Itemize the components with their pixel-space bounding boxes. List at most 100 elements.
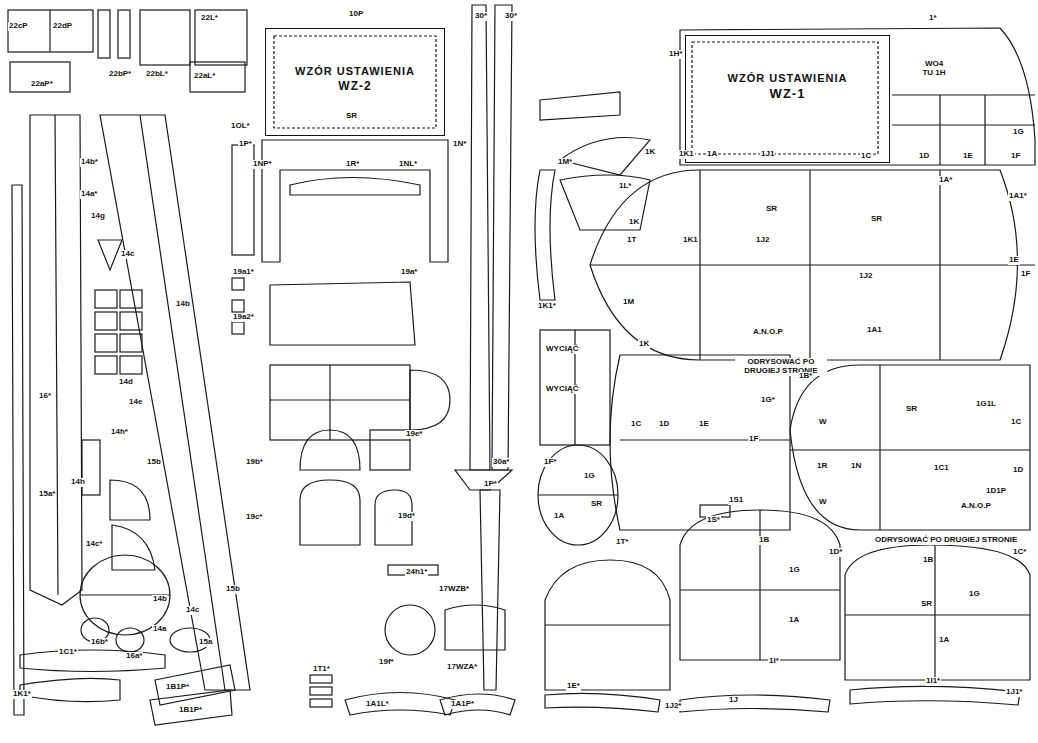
- part-label: 22cP: [8, 22, 29, 31]
- fin-strip: [470, 5, 490, 470]
- part-label: 10P: [348, 10, 364, 19]
- part-label: 22aL*: [193, 72, 216, 81]
- former: [545, 560, 670, 690]
- former: [845, 545, 1030, 680]
- part-outline: [98, 240, 122, 270]
- part-label: 30*: [504, 12, 518, 21]
- part-label: 1R: [816, 462, 828, 471]
- part-outline: [8, 10, 93, 52]
- part-line: [699, 170, 700, 360]
- part-label: 19c*: [245, 513, 263, 522]
- part-label: 1A: [938, 636, 950, 645]
- rib-part: [270, 365, 410, 440]
- part-label: 1S*: [706, 516, 721, 525]
- part-line: [590, 264, 1035, 265]
- part-label: 16*: [38, 392, 52, 401]
- part-label: 14c: [120, 250, 135, 259]
- part-label: 16a*: [125, 652, 143, 661]
- part-label: 16b*: [90, 638, 109, 647]
- part-label: A.N.O.P: [752, 328, 784, 337]
- part-line: [49, 10, 50, 52]
- part-label: 1H*: [668, 50, 683, 59]
- part-outline: [480, 490, 500, 690]
- part-label: 1D: [918, 152, 930, 161]
- part-label: 1B1P*: [178, 706, 203, 715]
- part-label: 1E: [1008, 256, 1020, 265]
- part-label: 1C: [860, 152, 872, 161]
- part-label: 1A*: [938, 176, 953, 185]
- part-label: 1T: [626, 236, 637, 245]
- part-label: WYCIĄĆ: [545, 385, 577, 394]
- part-label: 22aP*: [30, 80, 54, 89]
- part-label: 1G1L: [975, 400, 997, 409]
- part-label: 1F: [748, 435, 759, 444]
- part-label: 1G: [1012, 128, 1025, 137]
- dashed-outline: [692, 42, 878, 154]
- template-code: WZ-1: [768, 86, 808, 102]
- part-outline: [232, 300, 244, 312]
- part-outline: [116, 628, 144, 652]
- former: [790, 365, 1030, 530]
- part-outline: [10, 62, 70, 92]
- part-label: WO4 TU 1H: [918, 60, 950, 78]
- part-label: 1OL*: [230, 122, 251, 131]
- part-label: SR: [905, 405, 918, 414]
- part-line: [329, 365, 330, 440]
- part-outline: [98, 10, 110, 58]
- part-label: 15b: [146, 458, 162, 467]
- part-label: 1K1*: [537, 302, 557, 311]
- part-label: 1A: [553, 512, 565, 521]
- part-label: 30*: [474, 12, 488, 21]
- part-outline: [232, 145, 254, 255]
- part-outline: [110, 480, 150, 520]
- wing-panel: [30, 115, 82, 605]
- part-label: 24h1*: [405, 568, 428, 577]
- part-label: SR: [345, 112, 358, 121]
- part-label: 1*: [928, 14, 938, 23]
- part-line: [892, 124, 1035, 125]
- part-line: [845, 614, 1030, 615]
- part-label: 22bL*: [145, 70, 169, 79]
- template-heading: WZÓR USTAWIENIA: [726, 72, 850, 86]
- part-label: 1P*: [483, 480, 498, 489]
- part-outline: [190, 62, 245, 92]
- part-label: SR: [920, 600, 933, 609]
- part-label: 1G: [788, 566, 801, 575]
- part-label: SR: [590, 500, 603, 509]
- part-label: 1D*: [828, 548, 843, 557]
- part-label: 1NP*: [252, 160, 273, 169]
- part-label: 1G: [968, 590, 981, 599]
- part-outline: [535, 170, 555, 300]
- part-label: 1R*: [345, 160, 360, 169]
- part-label: 1C1: [933, 464, 950, 473]
- part-label: 1F: [1020, 270, 1031, 279]
- part-label: 15b: [225, 585, 241, 594]
- part-line: [545, 624, 670, 625]
- rib-grid: [95, 290, 142, 374]
- part-outline: [385, 605, 435, 655]
- part-label: 14d: [118, 378, 134, 387]
- part-line: [879, 365, 880, 530]
- part-label: 1I*: [768, 657, 780, 666]
- part-outline: [560, 175, 650, 230]
- part-label: 14a*: [80, 190, 98, 199]
- part-label: 1A1L*: [365, 700, 390, 709]
- part-label: ODRYSOWAĆ PO DRUGIEJ STRONIE: [874, 536, 1018, 545]
- part-outline: [232, 322, 244, 334]
- template-box: WZÓR USTAWIENIAWZ-1: [685, 35, 890, 163]
- wing-panel: [100, 115, 250, 690]
- part-outline: [540, 330, 610, 445]
- part-label: 19f*: [378, 658, 395, 667]
- part-label: 1G: [583, 472, 596, 481]
- part-outline: [300, 480, 360, 545]
- part-outline: [455, 470, 512, 490]
- part-outline: [262, 140, 448, 262]
- part-label: 14e: [128, 398, 143, 407]
- part-label: 1N: [850, 462, 862, 471]
- part-label: 19d*: [397, 512, 416, 521]
- part-label: 22bP*: [108, 70, 132, 79]
- part-label: 1L*: [618, 182, 632, 191]
- rib-part: [270, 282, 415, 345]
- part-label: 1C: [630, 420, 642, 429]
- part-label: 1E*: [566, 682, 581, 691]
